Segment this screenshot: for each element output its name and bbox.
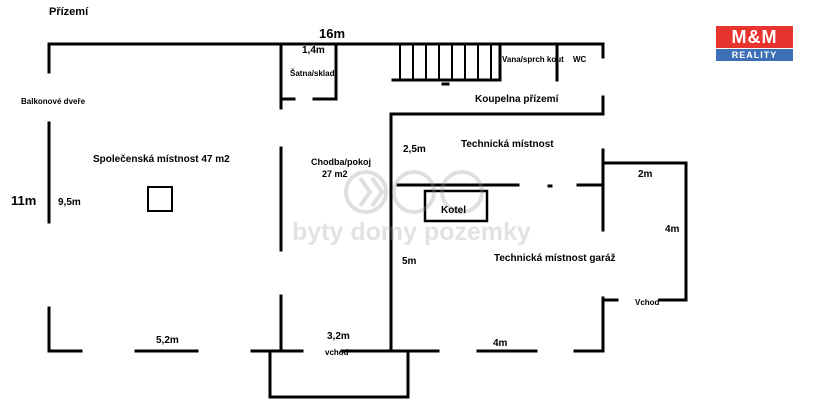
room-hall: Chodba/pokoj <box>311 157 371 167</box>
room-living: Společenská místnost 47 m2 <box>93 154 230 165</box>
room-boiler: Kotel <box>441 205 466 216</box>
label-entrance: vchod <box>325 348 349 357</box>
logo: M&M REALITY <box>716 26 793 62</box>
dim-tech-upper-height: 2,5m <box>403 144 426 155</box>
dim-annex-height: 4m <box>665 224 680 235</box>
room-hall-area: 27 m2 <box>322 169 348 179</box>
room-satna: Šatna/sklad <box>290 69 335 78</box>
label-garage-entrance: Vchod <box>635 298 660 307</box>
watermark-text: byty domy pozemky <box>292 218 531 246</box>
room-technical: Technická místnost <box>461 139 554 150</box>
room-bathroom: Koupelna přízemí <box>475 94 559 105</box>
watermark-graphic <box>344 170 484 214</box>
dim-width-total: 16m <box>319 26 346 41</box>
label-balcony-door: Balkonové dveře <box>21 97 86 106</box>
logo-top: M&M <box>716 26 793 48</box>
dim-satna-width: 1,4m <box>302 45 325 56</box>
room-garage: Technická místnost garáž <box>494 253 616 264</box>
logo-bottom: REALITY <box>716 49 793 61</box>
chimney <box>147 186 173 212</box>
page-title: Přízemí <box>49 6 89 18</box>
room-wc: WC <box>573 55 587 64</box>
dim-garage-bottom: 4m <box>493 338 508 349</box>
dim-height-total: 11m <box>11 193 37 208</box>
boiler-box <box>423 189 489 223</box>
dim-living-height: 9,5m <box>58 197 81 208</box>
dim-entrance-width: 3,2m <box>327 331 350 342</box>
dim-garage-height: 5m <box>402 256 417 267</box>
dim-annex-width: 2m <box>638 169 653 180</box>
room-bath-fixture: Vana/sprch kout <box>502 55 564 64</box>
dim-living-bottom: 5,2m <box>156 335 179 346</box>
